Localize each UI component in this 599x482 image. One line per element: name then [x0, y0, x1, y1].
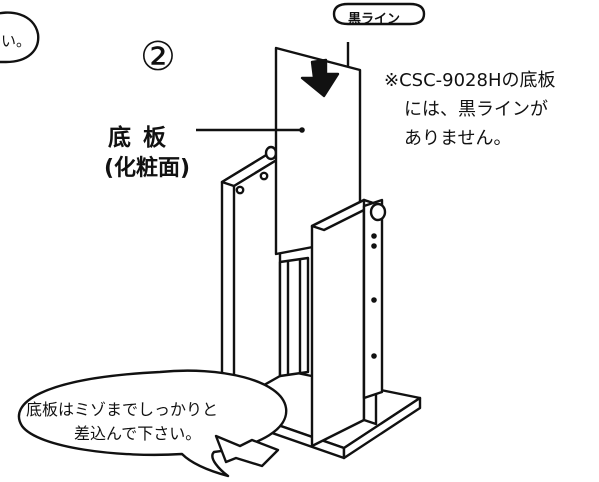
insert-arrow-icon [300, 58, 340, 98]
model-note-line: ありません。 [404, 128, 512, 149]
model-note-line: ※CSC-9028Hの底板 [384, 70, 556, 91]
cam-fitting-icon [264, 145, 278, 161]
corner-note-text: い。 [1, 32, 32, 50]
panel-label: 底 板 [108, 125, 169, 151]
black-line-tag: 黒ライン [348, 12, 401, 27]
panel-leader-dot [299, 127, 305, 133]
screw-hole-icon [235, 185, 245, 195]
bottom-arrow-icon [214, 434, 280, 468]
dowel-hole-icon [371, 233, 377, 239]
dowel-hole-icon [371, 297, 377, 303]
bubble-text-line: 差込んで下さい。 [74, 424, 202, 443]
right-side-panel-front [310, 198, 366, 448]
black-line-tag-frame [332, 2, 426, 26]
left-panel-thickness [232, 156, 282, 404]
bubble-text-line: 底板はミゾまでしっかりと [26, 400, 219, 419]
back-rail [278, 256, 310, 378]
screw-hole-icon [259, 171, 269, 181]
step-number: ② [140, 34, 176, 80]
panel-sublabel: (化粧面) [104, 156, 191, 181]
dowel-hole-icon [371, 353, 377, 359]
cam-fitting-icon [369, 202, 387, 222]
dowel-hole-icon [371, 243, 377, 249]
base-plate-side [342, 396, 422, 460]
model-note-line: には、黒ラインが [404, 99, 548, 120]
speech-bubble [17, 369, 288, 478]
top-left-callout [0, 11, 40, 64]
